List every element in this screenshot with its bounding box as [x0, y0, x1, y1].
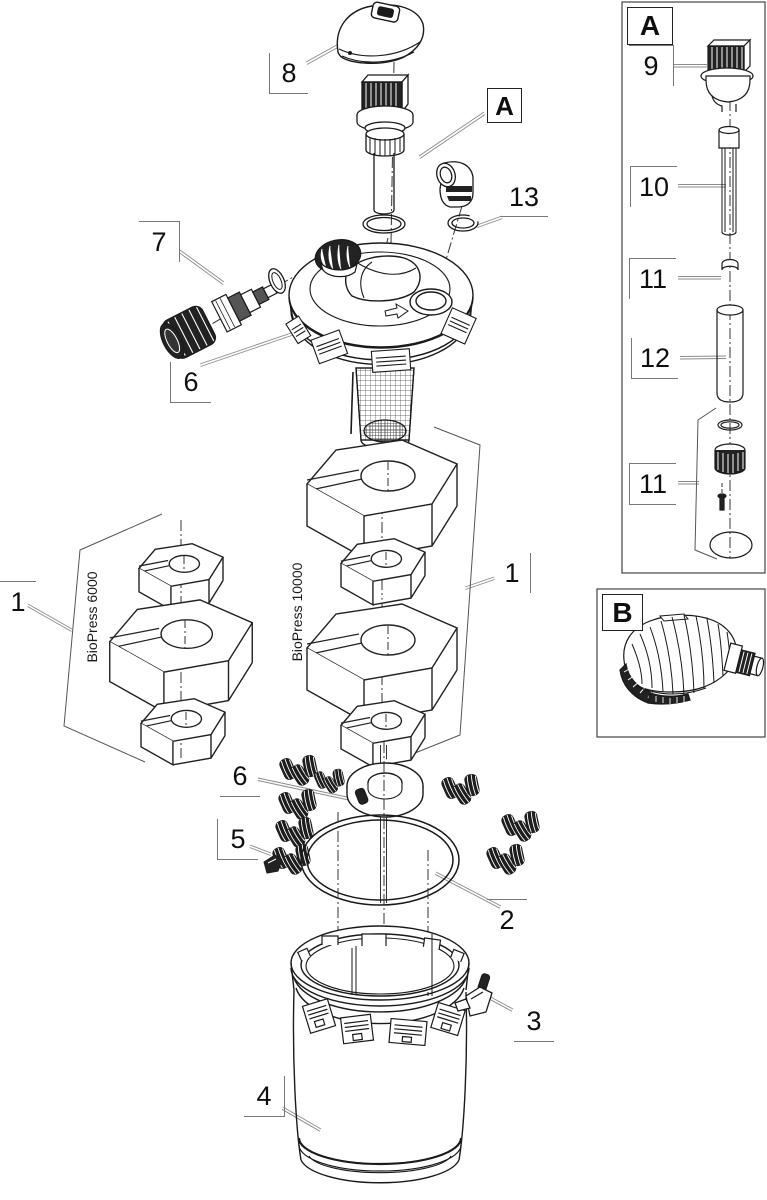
filter-lid [285, 239, 477, 373]
hose-adapter-part-7 [159, 268, 286, 359]
washer-part-13 [447, 210, 482, 232]
group-bracket-lines [63, 407, 718, 763]
callout-part-6-ring: 6 [220, 756, 260, 797]
callout-part-1-right: 1 [494, 553, 531, 593]
model-label-biopress-10000: BioPress 10000 [289, 562, 305, 662]
callout-part-11-upper: 11 [629, 258, 676, 299]
callout-part-3: 3 [514, 1001, 554, 1042]
cap-part-8 [336, 1, 425, 64]
callout-part-12: 12 [631, 338, 678, 379]
model-label-biopress-6000: BioPress 6000 [84, 571, 100, 663]
foam-hole-axis [183, 462, 389, 730]
lid-knob [314, 239, 362, 278]
callout-part-2: 2 [487, 899, 527, 940]
foam-stack-biopress-6000 [109, 543, 253, 766]
callout-part-7: 7 [139, 221, 180, 262]
callout-part-10: 10 [630, 166, 677, 207]
lid-clip-tabs [285, 307, 477, 373]
container-clip-tabs [301, 998, 466, 1047]
callout-part-5: 5 [217, 819, 258, 860]
callout-part-4: 4 [244, 1076, 285, 1117]
callout-part-1-left: 1 [0, 581, 36, 622]
bio-media-clusters [263, 754, 541, 877]
clamp-lever-part-3 [454, 973, 493, 1017]
strainer-basket [350, 367, 415, 450]
container-part-4 [290, 925, 470, 1184]
callout-part-8: 8 [269, 53, 308, 94]
inset-a-title: A [627, 7, 673, 45]
inset-b-pump [596, 588, 766, 738]
inset-a-detail [621, 1, 766, 574]
foam-stack-biopress-10000 [306, 439, 458, 768]
elbow-fitting-part-13 [436, 161, 482, 232]
callout-part-13: 13 [500, 178, 548, 217]
callout-part-6-lid: 6 [170, 362, 211, 403]
uv-head-assembly [356, 73, 414, 234]
callout-part-11-lower: 11 [629, 463, 676, 505]
callout-detail-a: A [487, 88, 522, 123]
inset-b-title: B [602, 594, 643, 631]
retainer-ring-part-6 [346, 762, 424, 818]
callout-part-9: 9 [629, 45, 674, 86]
clip-part-5 [263, 854, 283, 874]
o-ring-part-2 [300, 814, 460, 906]
